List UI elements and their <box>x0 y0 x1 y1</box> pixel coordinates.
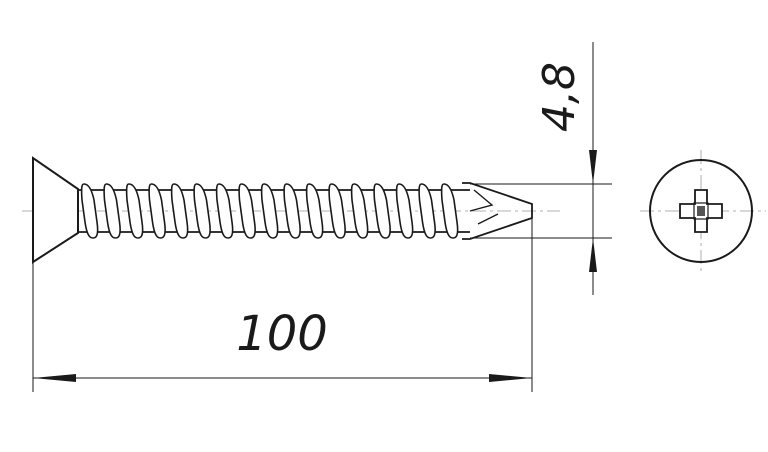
diameter-dimension-value: 4,8 <box>534 62 585 132</box>
thread-crest <box>238 183 256 239</box>
thread-crest <box>215 183 234 239</box>
thread-crest <box>373 183 391 239</box>
thread-crest <box>260 183 279 239</box>
thread-crest <box>193 183 211 239</box>
phillips-cross-recess-icon <box>679 189 723 233</box>
thread-crest <box>283 183 301 239</box>
screw-threads <box>80 183 459 239</box>
head-end-view <box>640 150 766 272</box>
thread-crest <box>328 183 346 239</box>
thread-crest <box>350 183 369 239</box>
length-extension-lines <box>32 218 533 392</box>
length-dimension-value: 100 <box>236 306 328 362</box>
screw-head <box>32 156 79 264</box>
thread-crest <box>170 183 189 239</box>
length-dimension-line <box>33 374 532 382</box>
thread-crest <box>305 183 324 239</box>
thread-crest <box>80 183 99 239</box>
thread-crest <box>103 183 121 239</box>
screw-tip <box>462 182 533 240</box>
thread-crest <box>125 183 144 239</box>
thread-crest <box>395 183 414 239</box>
diameter-extension-lines <box>470 183 612 239</box>
diameter-dimension-line <box>589 42 597 295</box>
thread-crest <box>148 183 166 239</box>
thread-crest <box>440 183 459 239</box>
thread-crest <box>418 183 436 239</box>
